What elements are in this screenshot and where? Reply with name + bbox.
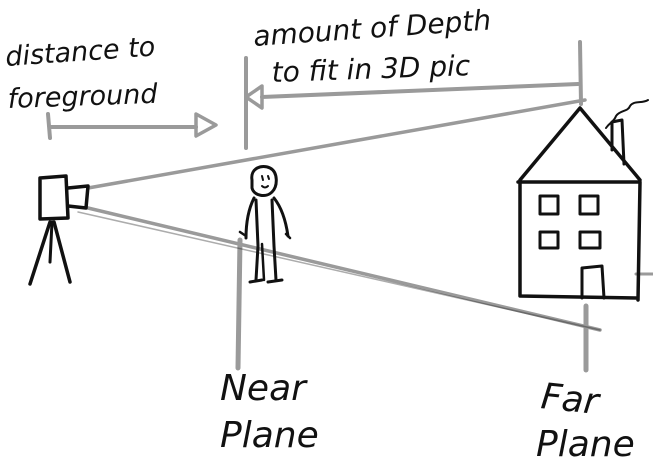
depth-label-line1: amount of Depth bbox=[252, 3, 492, 53]
distance-label-line1: distance to bbox=[4, 32, 156, 73]
far-label-line1: Far bbox=[539, 376, 603, 423]
depth-label-line2: to fit in 3D pic bbox=[271, 49, 471, 89]
near-plane-line bbox=[238, 240, 240, 368]
far-label-line2: Plane bbox=[536, 424, 635, 464]
amount-of-depth-label: amount of Depth to fit in 3D pic bbox=[252, 3, 492, 89]
near-label-line1: Near bbox=[220, 368, 308, 409]
camera-icon bbox=[30, 176, 88, 284]
far-plane-label: Far Plane bbox=[536, 376, 635, 464]
distance-label-line2: foreground bbox=[7, 79, 159, 115]
near-label-line2: Plane bbox=[220, 415, 319, 456]
house-icon bbox=[518, 100, 648, 300]
person-figure bbox=[240, 167, 290, 283]
near-plane-label: Near Plane bbox=[220, 368, 319, 456]
distance-to-foreground-label: distance to foreground bbox=[4, 32, 159, 115]
distance-to-foreground-arrow bbox=[48, 114, 216, 138]
